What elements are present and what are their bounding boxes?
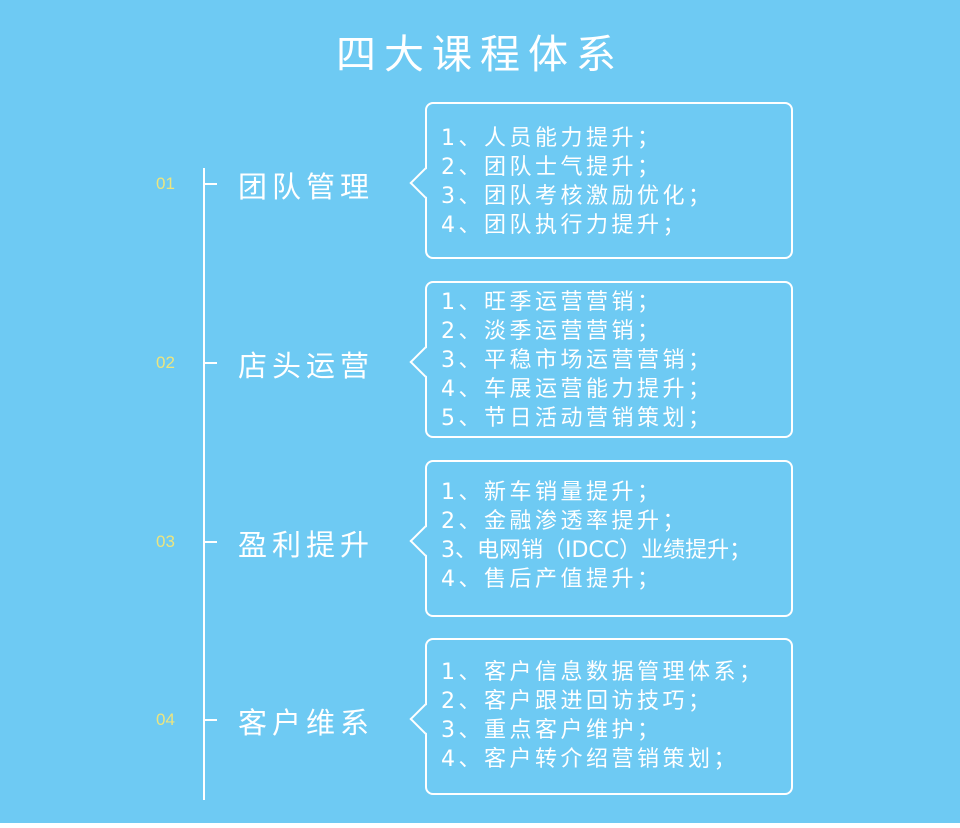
list-item: 2、淡季运营营销； <box>441 319 663 344</box>
section-number: 03 <box>156 532 175 551</box>
list-item: 5、节日活动营销策划； <box>441 406 714 431</box>
list-item: 4、车展运营能力提升； <box>441 377 714 402</box>
list-item: 4、团队执行力提升； <box>441 213 688 238</box>
list-item: 4、客户转介绍营销策划； <box>441 747 739 772</box>
list-item: 4、售后产值提升； <box>441 567 663 592</box>
section-box: 1、新车销量提升； 2、金融渗透率提升； 3、电网销（IDCC）业绩提升； 4、… <box>409 460 793 617</box>
item-list: 1、旺季运营营销； 2、淡季运营营销； 3、平稳市场运营营销； 4、车展运营能力… <box>441 288 787 433</box>
list-item: 2、金融渗透率提升； <box>441 509 688 534</box>
list-item: 3、平稳市场运营营销； <box>441 348 714 373</box>
section-number: 01 <box>156 174 175 193</box>
box-pointer <box>409 703 441 735</box>
list-item: 3、团队考核激励优化； <box>441 184 714 209</box>
section-title: 盈利提升 <box>238 528 375 562</box>
bottom-strip <box>0 823 960 828</box>
list-item: 1、旺季运营营销； <box>441 290 663 315</box>
timeline-tick <box>205 183 217 185</box>
list-item: 2、客户跟进回访技巧； <box>441 689 714 714</box>
timeline-tick <box>205 541 217 543</box>
section-box: 1、人员能力提升； 2、团队士气提升； 3、团队考核激励优化； 4、团队执行力提… <box>409 102 793 259</box>
list-item: 3、重点客户维护； <box>441 718 663 743</box>
item-list: 1、客户信息数据管理体系； 2、客户跟进回访技巧； 3、重点客户维护； 4、客户… <box>441 658 787 774</box>
list-item: 3、电网销（IDCC）业绩提升； <box>441 538 752 563</box>
section-title: 团队管理 <box>238 170 375 204</box>
section-number: 04 <box>156 710 175 729</box>
timeline-tick <box>205 719 217 721</box>
item-list: 1、人员能力提升； 2、团队士气提升； 3、团队考核激励优化； 4、团队执行力提… <box>441 124 787 240</box>
section-box: 1、客户信息数据管理体系； 2、客户跟进回访技巧； 3、重点客户维护； 4、客户… <box>409 638 793 795</box>
page-title: 四大课程体系 <box>336 32 624 78</box>
box-pointer <box>409 346 441 378</box>
box-pointer <box>409 167 441 199</box>
section-number: 02 <box>156 353 175 372</box>
box-pointer <box>409 525 441 557</box>
list-item: 1、客户信息数据管理体系； <box>441 660 765 685</box>
list-item: 1、人员能力提升； <box>441 126 663 151</box>
section-title: 店头运营 <box>238 349 375 383</box>
list-item: 1、新车销量提升； <box>441 480 663 505</box>
section-title: 客户维系 <box>238 706 375 740</box>
timeline-tick <box>205 362 217 364</box>
item-list: 1、新车销量提升； 2、金融渗透率提升； 3、电网销（IDCC）业绩提升； 4、… <box>441 478 787 594</box>
timeline-line <box>203 168 205 800</box>
list-item: 2、团队士气提升； <box>441 155 663 180</box>
section-box: 1、旺季运营营销； 2、淡季运营营销； 3、平稳市场运营营销； 4、车展运营能力… <box>409 281 793 438</box>
